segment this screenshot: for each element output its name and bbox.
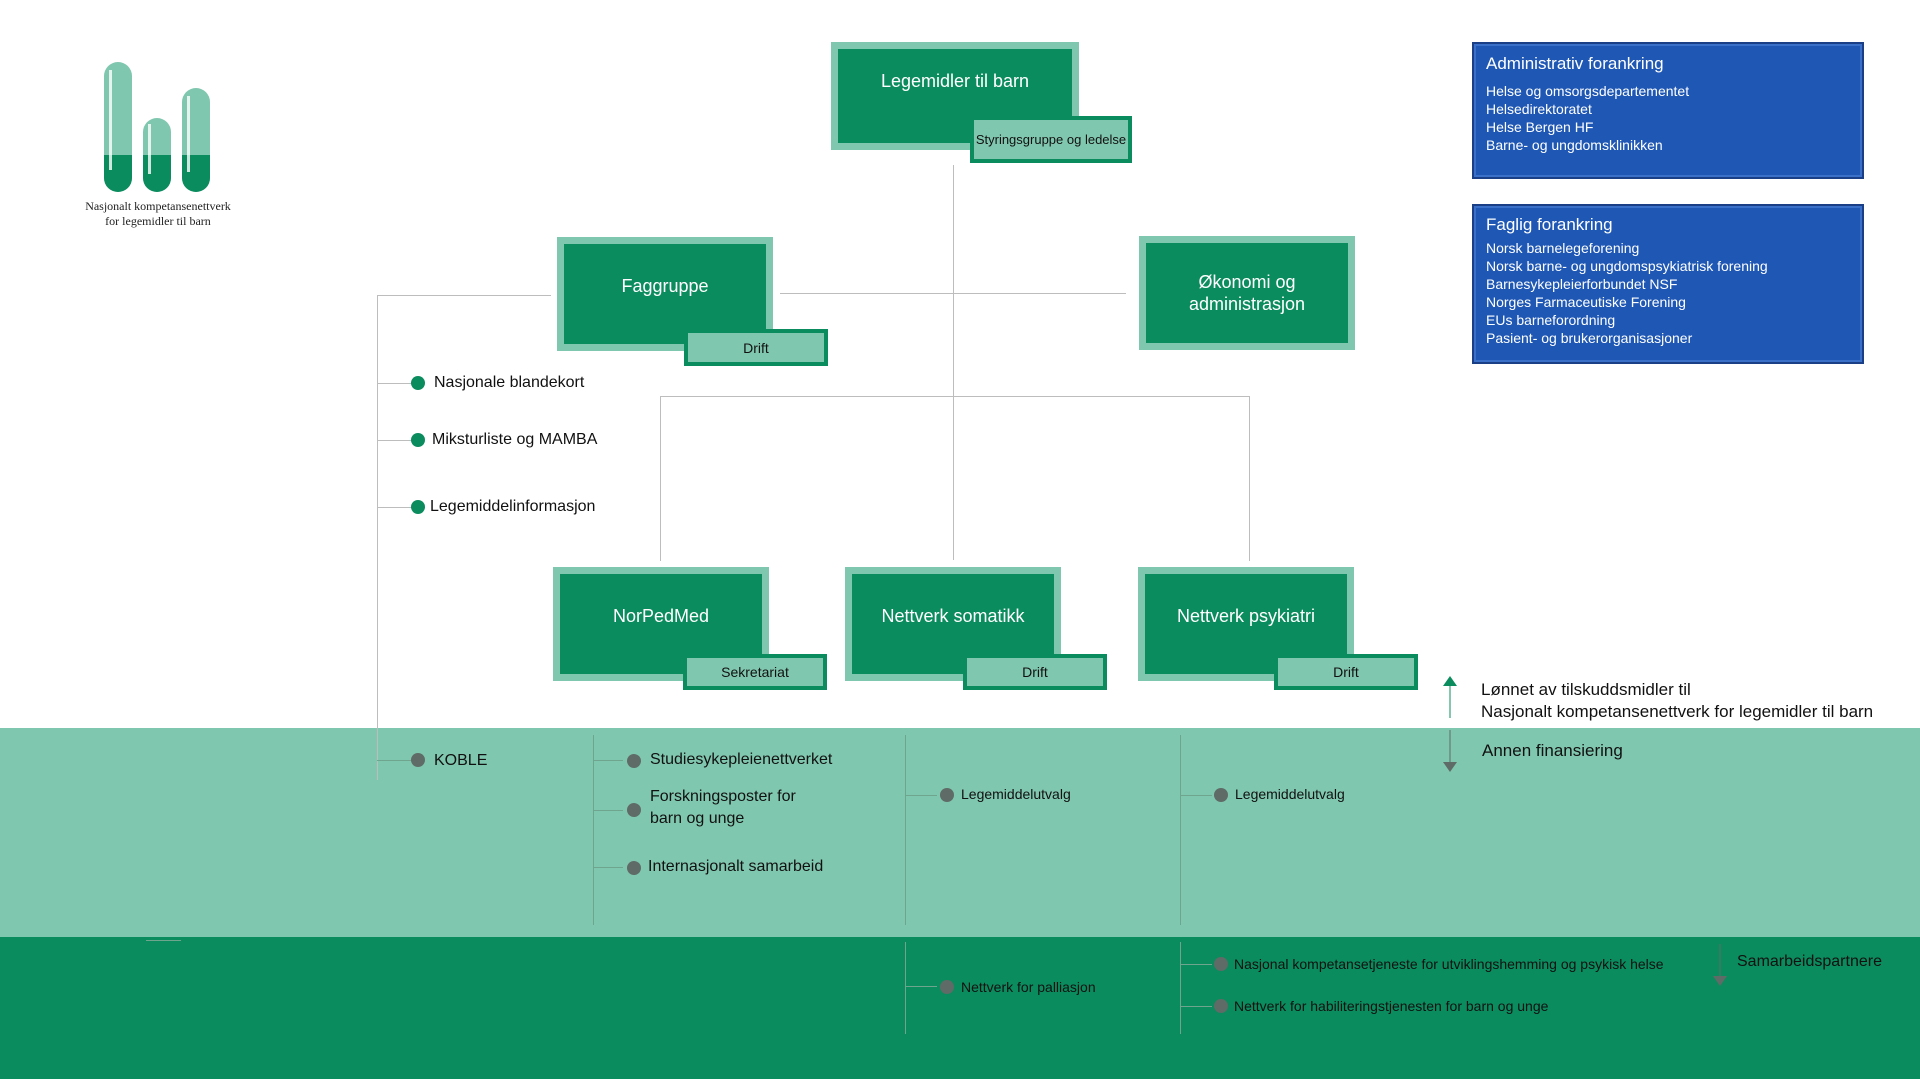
node-okonomi-label: Økonomi og administrasjon xyxy=(1146,243,1348,343)
connector-somatikk-items-vertical xyxy=(905,735,906,925)
faggruppe-item-2-dot xyxy=(411,433,425,447)
samarbeid-item-1: Nasjonal kompetansetjeneste for utviklin… xyxy=(1234,956,1664,972)
legend-partners: Samarbeidspartnere xyxy=(1737,953,1882,970)
samarbeid-item-2-dot xyxy=(1214,999,1228,1013)
node-norpedmed-label: NorPedMed xyxy=(612,606,710,626)
connector-palliasjon-vertical xyxy=(905,942,906,1034)
admin-box-title: Administrativ forankring xyxy=(1486,54,1664,73)
palliasjon-item: Nettverk for palliasjon xyxy=(961,979,1096,995)
other-funding-band xyxy=(0,728,1920,937)
somatikk-item-dot xyxy=(940,788,954,802)
node-legemidler-til-barn-label: Legemidler til barn xyxy=(880,71,1030,91)
faglig-box-title: Faglig forankring xyxy=(1486,215,1613,234)
node-okonomi-label-line2: administrasjon xyxy=(1188,294,1306,314)
samarbeid-item-2: Nettverk for habiliteringstjenesten for … xyxy=(1234,998,1549,1014)
connector-norpedmed-items-vertical xyxy=(593,735,594,925)
faglig-anchoring-box: Faglig forankring Norsk barnelegeforenin… xyxy=(1472,204,1864,364)
node-faggruppe-label: Faggruppe xyxy=(621,276,709,296)
faglig-box-item: Norges Farmaceutiske Forening xyxy=(1486,294,1686,310)
psykiatri-item-dot xyxy=(1214,788,1228,802)
connector-level3-horizontal xyxy=(660,396,1249,397)
connector-level2-horizontal xyxy=(780,293,1126,294)
arrow-up-icon xyxy=(1443,676,1457,718)
faglig-box-item: Barnesykepleierforbundet NSF xyxy=(1486,276,1678,292)
tag-faggruppe-drift: Drift xyxy=(684,329,828,366)
logo xyxy=(100,60,220,195)
samarbeid-item-1-dot xyxy=(1214,957,1228,971)
node-legemidler-til-barn[interactable]: Legemidler til barn xyxy=(831,42,1079,150)
somatikk-item: Legemiddelutvalg xyxy=(961,786,1071,802)
connector-faggruppe-item-3 xyxy=(377,507,412,508)
connector-psykiatri-vertical xyxy=(1249,396,1250,561)
norpedmed-item-3: Internasjonalt samarbeid xyxy=(648,858,824,875)
connector-samarbeid-vertical xyxy=(1180,942,1181,1034)
connector-faggruppe-item-2 xyxy=(377,440,412,441)
node-okonomi-administrasjon[interactable]: Økonomi og administrasjon xyxy=(1139,236,1355,350)
connector-faggruppe-left-vertical xyxy=(377,295,378,780)
connector-palliasjon-item xyxy=(905,986,937,987)
faglig-box-item: Norsk barnelegeforening xyxy=(1486,240,1640,256)
legend-funded-line1: Lønnet av tilskuddsmidler til xyxy=(1481,680,1691,699)
tag-psykiatri-drift: Drift xyxy=(1274,654,1418,690)
koble-dot xyxy=(411,753,425,767)
node-psykiatri-label: Nettverk psykiatri xyxy=(1176,606,1316,626)
tag-styringsgruppe: Styringsgruppe og ledelse xyxy=(970,116,1132,163)
faggruppe-item-3: Legemiddelinformasjon xyxy=(430,498,596,515)
connector-faggruppe-left-horizontal xyxy=(377,295,551,296)
koble-label: KOBLE xyxy=(434,752,488,769)
connector-main-vertical xyxy=(953,165,954,560)
norpedmed-item-1-dot xyxy=(627,754,641,768)
tag-somatikk-drift: Drift xyxy=(963,654,1107,690)
connector-koble xyxy=(377,760,412,761)
admin-box-item: Helsedirektoratet xyxy=(1486,101,1592,117)
norpedmed-item-2-line1: Forskningsposter for xyxy=(650,788,796,805)
partners-band xyxy=(0,937,1920,1079)
connector-somatikk-item xyxy=(905,795,937,796)
norpedmed-item-2-dot xyxy=(627,803,641,817)
connector-norpedmed-item-3 xyxy=(593,867,623,868)
admin-box-item: Helse Bergen HF xyxy=(1486,119,1594,135)
admin-anchoring-box: Administrativ forankring Helse og omsorg… xyxy=(1472,42,1864,179)
legend-other-funding: Annen finansiering xyxy=(1482,741,1623,760)
faggruppe-item-3-dot xyxy=(411,500,425,514)
psykiatri-item: Legemiddelutvalg xyxy=(1235,786,1345,802)
arrow-down-icon xyxy=(1443,730,1457,772)
faggruppe-item-1-dot xyxy=(411,376,425,390)
faglig-box-item: Norsk barne- og ungdomspsykiatrisk foren… xyxy=(1486,258,1768,274)
node-somatikk-label: Nettverk somatikk xyxy=(881,606,1025,626)
logo-text: Nasjonalt kompetansenettverk for legemid… xyxy=(68,199,248,229)
node-okonomi-label-line1: Økonomi og xyxy=(1198,272,1296,292)
palliasjon-dot xyxy=(940,980,954,994)
connector-faggruppe-item-1 xyxy=(377,383,412,384)
faglig-box-item: EUs barneforordning xyxy=(1486,312,1616,328)
connector-psykiatri-item xyxy=(1180,795,1212,796)
connector-samarbeid-item-2 xyxy=(1180,1006,1212,1007)
admin-box-item: Helse og omsorgsdepartementet xyxy=(1486,83,1690,99)
norpedmed-item-3-dot xyxy=(627,861,641,875)
admin-box-item: Barne- og ungdomsklinikken xyxy=(1486,137,1663,153)
tag-norpedmed-sekretariat: Sekretariat xyxy=(683,654,827,690)
logo-capsules-icon xyxy=(104,62,210,192)
connector-norpedmed-vertical xyxy=(660,396,661,561)
logo-text-line1: Nasjonalt kompetansenettverk xyxy=(85,199,231,213)
connector-norpedmed-item-2 xyxy=(593,810,623,811)
norpedmed-item-1: Studiesykepleienettverket xyxy=(650,751,833,768)
partners-band-tick xyxy=(146,940,181,941)
connector-samarbeid-item-1 xyxy=(1180,964,1212,965)
arrow-down-partners-icon xyxy=(1713,944,1727,986)
connector-psykiatri-items-vertical xyxy=(1180,735,1181,925)
norpedmed-item-2-line2: barn og unge xyxy=(650,810,745,827)
logo-text-line2: for legemidler til barn xyxy=(105,214,211,228)
faglig-box-item: Pasient- og brukerorganisasjoner xyxy=(1486,330,1693,346)
faggruppe-item-2: Miksturliste og MAMBA xyxy=(432,431,598,448)
legend-funded-line2: Nasjonalt kompetansenettverk for legemid… xyxy=(1481,702,1874,721)
connector-norpedmed-item-1 xyxy=(593,760,623,761)
faggruppe-item-1: Nasjonale blandekort xyxy=(434,374,585,391)
